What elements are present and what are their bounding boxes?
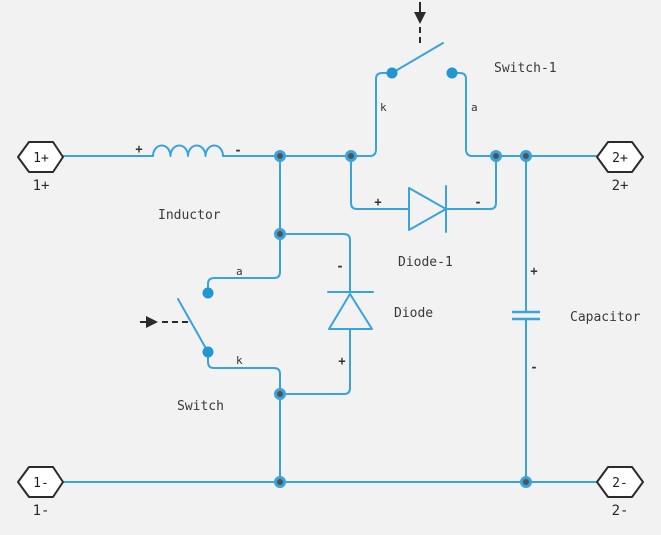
switch1-a-wire[interactable] (451, 72, 497, 157)
inductor-label: Inductor (158, 208, 221, 223)
diode1-left-wire[interactable] (350, 155, 410, 210)
diode-component[interactable]: - + (279, 233, 374, 395)
port-2plus-hexagon[interactable] (596, 141, 644, 173)
capacitor-label: Capacitor (570, 310, 641, 325)
diode1-triangle[interactable] (408, 187, 447, 231)
port-2minus-text: 2- (612, 476, 628, 491)
switch1-pin-a-label: a (471, 101, 478, 114)
port-2minus-hexagon[interactable] (596, 466, 644, 498)
switch-pin-k-label: k (236, 354, 243, 367)
port-1minus-label: 1- (33, 503, 50, 519)
switch-control-arrow-icon (140, 316, 189, 328)
port-2plus-label: 2+ (612, 178, 629, 194)
diode-label: Diode (394, 306, 433, 321)
capacitor-component[interactable]: + - (512, 155, 540, 483)
port-1minus[interactable]: 1- (17, 466, 64, 498)
port-1plus[interactable]: 1+ (17, 141, 64, 173)
switch1-k-terminal-dot (386, 67, 398, 79)
port-2plus-text: 2+ (612, 151, 628, 166)
switch1-label: Switch-1 (494, 61, 557, 76)
switch1-blade[interactable] (391, 42, 444, 74)
port-1minus-hexagon[interactable] (17, 466, 64, 498)
inductor-plus-sign: + (135, 142, 142, 156)
diode-triangle[interactable] (328, 293, 373, 330)
diode-minus-sign: - (336, 259, 343, 273)
switch1-pin-k-label: k (380, 101, 387, 114)
inductor-component[interactable]: + - (135, 142, 242, 157)
switch1-control-arrowhead-icon (414, 12, 426, 24)
diode1-label: Diode-1 (398, 255, 453, 270)
port-1plus-hexagon[interactable] (17, 141, 64, 173)
diode-bottom-wire[interactable] (279, 328, 351, 395)
port-1minus-text: 1- (33, 476, 49, 491)
diode1-plus-sign: + (374, 195, 381, 209)
capacitor-plus-sign: + (530, 264, 537, 278)
junction-dot (274, 388, 286, 400)
port-2plus[interactable]: 2+ (596, 141, 644, 173)
junction-dot (520, 150, 532, 162)
switch-pin-a-label: a (236, 265, 243, 278)
junction-dot (520, 476, 532, 488)
switch-component[interactable]: a k (140, 233, 281, 395)
port-1plus-label: 1+ (33, 178, 50, 194)
switch-k-wire[interactable] (207, 351, 281, 395)
port-1plus-text: 1+ (33, 151, 49, 166)
port-2minus[interactable]: 2- (596, 466, 644, 498)
junction-dot (490, 150, 502, 162)
diode1-component[interactable]: + - (350, 155, 497, 233)
switch1-k-wire[interactable] (350, 72, 393, 157)
junction-dot (345, 150, 357, 162)
diode1-right-wire[interactable] (445, 155, 497, 210)
switch-k-terminal-dot (202, 346, 214, 358)
junction-dot (274, 228, 286, 240)
diode-top-wire[interactable] (279, 233, 351, 293)
port-2minus-label: 2- (612, 503, 629, 519)
switch1-control-arrow-icon (414, 2, 426, 47)
inductor-minus-sign: - (234, 143, 241, 157)
junction-dot (274, 150, 286, 162)
switch1-component[interactable]: k a (350, 2, 497, 157)
inductor-coil[interactable] (152, 144, 224, 157)
switch1-a-terminal-dot (446, 67, 458, 79)
junction-dot (274, 476, 286, 488)
diode1-minus-sign: - (474, 195, 481, 209)
capacitor-minus-sign: - (530, 360, 537, 374)
switch-a-terminal-dot (202, 287, 214, 299)
switch-blade[interactable] (177, 298, 209, 353)
switch-label: Switch (177, 399, 224, 414)
switch-a-wire[interactable] (207, 233, 281, 294)
diode-plus-sign: + (338, 354, 345, 368)
switch-control-arrowhead-icon (146, 316, 158, 328)
